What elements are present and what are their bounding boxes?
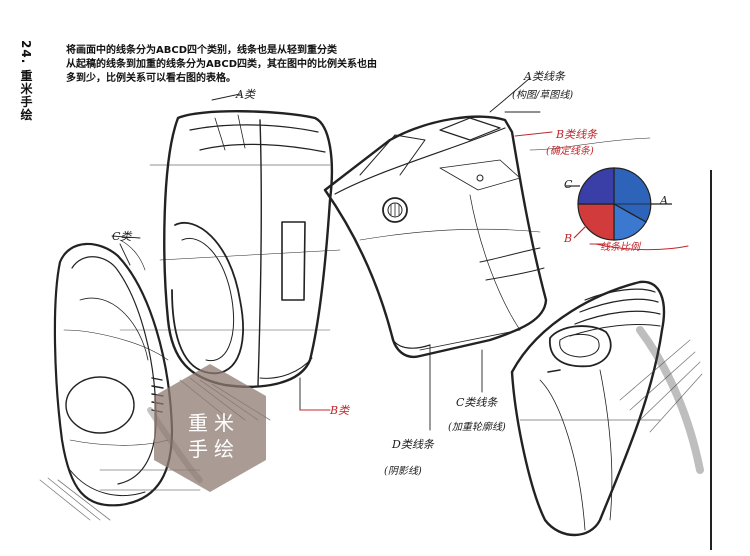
label-b-lines: B类线条 — [556, 128, 598, 141]
label-c-lines: C类线条 — [456, 396, 498, 409]
pie-label-c: C — [564, 178, 573, 191]
label-d-lines-note: (阴影线) — [384, 466, 422, 477]
pie-label-b: B — [564, 232, 573, 245]
label-d-lines: D类线条 — [392, 438, 434, 451]
box-device-sketch — [119, 110, 341, 388]
watermark-hexagon — [154, 364, 266, 492]
caption-line-2: 从起稿的线条到加重的线条分为ABCD四类，其在图中的比例关系也由 — [66, 59, 378, 70]
watermark-line-1: 重米 — [188, 411, 240, 435]
label-b-class: B类 — [330, 404, 350, 417]
tilted-device-sketch — [323, 115, 651, 359]
label-c-class-left: C类 — [112, 230, 132, 243]
pod-device-sketch — [510, 280, 704, 537]
label-c-lines-note: (加重轮廓线) — [448, 422, 506, 433]
watermark-line-2: 手绘 — [188, 437, 240, 461]
label-a-lines: A类线条 — [524, 70, 565, 83]
label-a-lines-note: (构图/草图线) — [512, 90, 574, 101]
caption-line-1: 将画面中的线条分为ABCD四个类别，线条也是从轻到重分类 — [66, 45, 338, 56]
label-b-lines-note: (确定线条) — [546, 146, 594, 157]
line-weight-pie-chart — [566, 167, 672, 241]
caption-line-3: 多到少，比例关系可以看右图的表格。 — [66, 73, 236, 84]
page-side-title: 24. 重米手绘 — [19, 40, 33, 122]
page-caption: 将画面中的线条分为ABCD四个类别，线条也是从轻到重分类 从起稿的线条到加重的线… — [66, 44, 396, 86]
label-a-class-top: A类 — [236, 88, 255, 101]
watermark-text: 重米 手绘 — [174, 410, 254, 462]
pie-label-a: A — [660, 194, 668, 207]
pie-label-note: 线条比例 — [600, 242, 640, 253]
page-margin-rule — [710, 170, 712, 550]
